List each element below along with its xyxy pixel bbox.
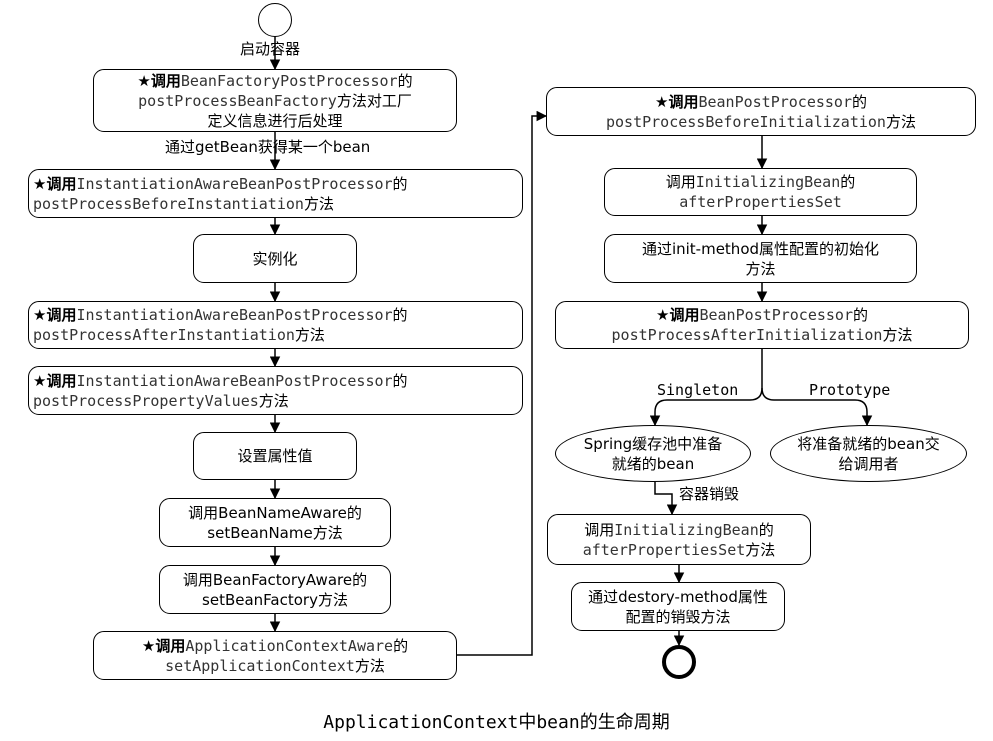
bean-factory-aware-step: 调用BeanFactoryAware的 setBeanFactory方法: [159, 565, 391, 614]
bpp-after-initialization-step: ★调用BeanPostProcessor的 postProcessAfterIn…: [555, 301, 969, 349]
start-container-label: 启动容器: [240, 40, 301, 58]
bean-name-aware-step: 调用BeanNameAware的 setBeanName方法: [159, 498, 391, 547]
prototype-handoff-node: 将准备就绪的bean交 给调用者: [770, 425, 967, 482]
diagram-caption: ApplicationContext中bean的生命周期: [323, 712, 670, 733]
iabpp-after-instantiation-step: ★调用InstantiationAwareBeanPostProcessor的 …: [28, 301, 523, 349]
set-properties-step: 设置属性值: [193, 432, 357, 480]
destroy-method-step: 通过destory-method属性 配置的销毁方法: [571, 582, 785, 631]
container-destroy-label: 容器销毁: [679, 485, 740, 503]
bpp-before-initialization-step: ★调用BeanPostProcessor的 postProcessBeforeI…: [546, 87, 976, 136]
iabpp-property-values-step: ★调用InstantiationAwareBeanPostProcessor的 …: [28, 366, 523, 415]
singleton-label: Singleton: [657, 381, 739, 399]
start-node: [258, 3, 292, 37]
prototype-label: Prototype: [809, 381, 891, 399]
bean-factory-post-processor-step: ★调用BeanFactoryPostProcessor的 postProcess…: [93, 69, 457, 132]
instantiate-step: 实例化: [193, 234, 357, 283]
init-method-step: 通过init-method属性配置的初始化 方法: [604, 234, 917, 283]
initializing-bean-step: 调用InitializingBean的 afterPropertiesSet: [604, 168, 917, 216]
iabpp-before-instantiation-step: ★调用InstantiationAwareBeanPostProcessor的 …: [28, 169, 523, 218]
end-node: [662, 645, 696, 679]
destroy-initializing-bean-step: 调用InitializingBean的 afterPropertiesSet方法: [547, 514, 811, 565]
application-context-aware-step: ★调用ApplicationContextAware的 setApplicati…: [93, 631, 457, 680]
get-bean-label: 通过getBean获得某一个bean: [165, 138, 371, 156]
singleton-cache-node: Spring缓存池中准备 就绪的bean: [555, 425, 751, 482]
